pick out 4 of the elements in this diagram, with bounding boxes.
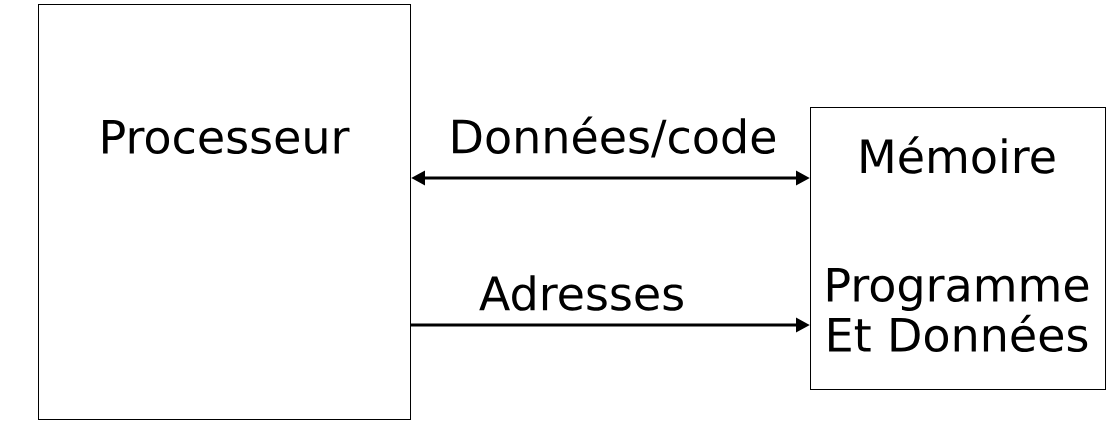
- processor-box: Processeur: [38, 4, 411, 420]
- memory-box: Mémoire Programme Et Données: [810, 107, 1106, 390]
- edge-label: Adresses: [477, 274, 687, 312]
- edge-label: Données/code: [447, 115, 779, 159]
